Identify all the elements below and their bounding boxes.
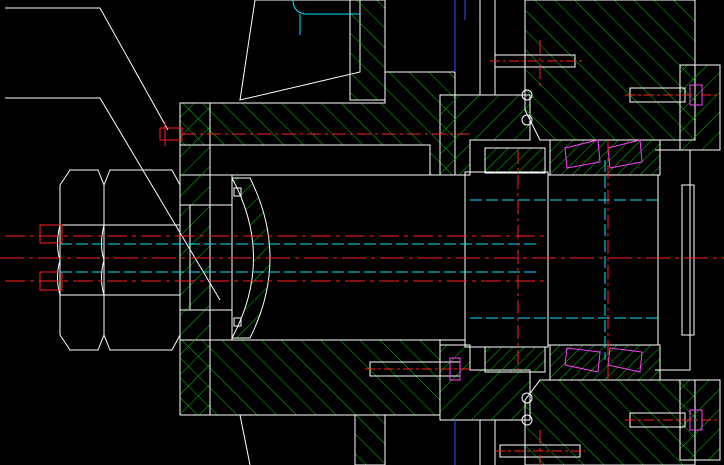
bolt-shaft-lower	[5, 271, 545, 291]
tapered-roller-bearing	[464, 139, 695, 381]
bolt-right-upper	[490, 54, 720, 106]
bolt-shaft-upper	[5, 224, 545, 244]
bearing-flange	[439, 0, 531, 465]
bolt-top-left	[159, 122, 470, 146]
curved-spacer	[231, 177, 271, 339]
seal-marks	[521, 89, 533, 426]
right-housing	[524, 0, 721, 465]
hidden-lines	[60, 160, 660, 360]
housing-body	[179, 71, 466, 465]
upper-frame	[239, 0, 386, 101]
vertical-centerlines	[517, 40, 609, 465]
